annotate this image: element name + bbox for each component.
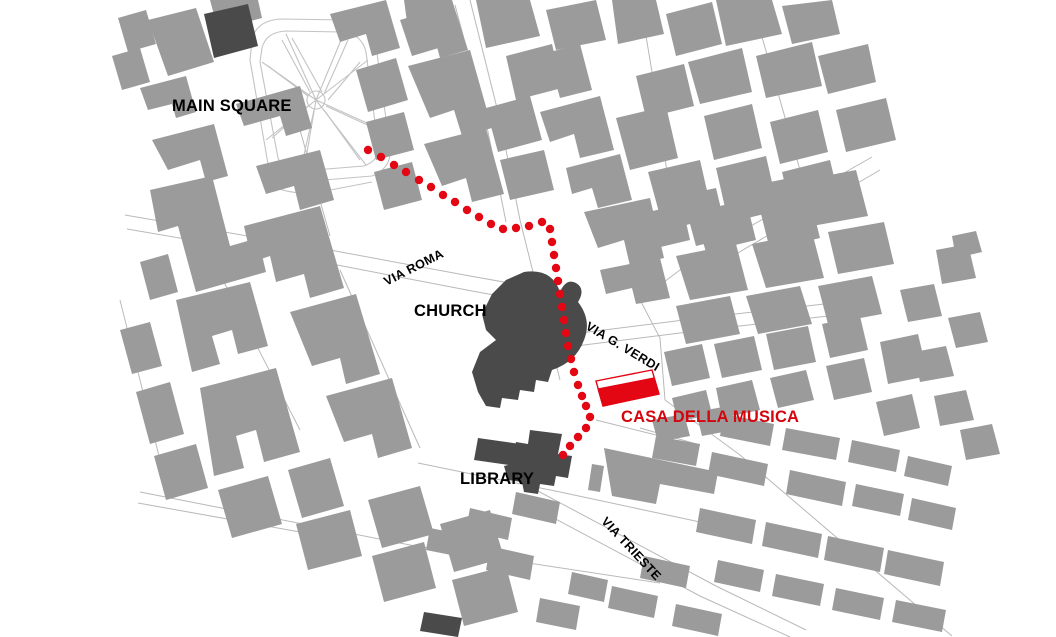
- library-annex: [474, 438, 520, 466]
- route-dot: [581, 401, 591, 411]
- route-dot: [561, 328, 571, 338]
- route-dot: [401, 167, 411, 177]
- route-dot: [566, 354, 576, 364]
- route-dot: [549, 250, 559, 260]
- route-dot: [524, 221, 534, 231]
- route-dot: [389, 160, 399, 170]
- route-dot: [565, 441, 575, 451]
- route-dot: [573, 380, 583, 390]
- route-dot: [545, 224, 555, 234]
- route-dot: [363, 145, 373, 155]
- casa-della-musica-footprint[interactable]: [595, 369, 660, 407]
- route-dot: [581, 423, 591, 433]
- building-footprints: [112, 0, 1000, 636]
- dark-block-north: [204, 4, 258, 58]
- route-dot: [557, 302, 567, 312]
- route-dot: [426, 182, 436, 192]
- route-dot: [558, 450, 568, 460]
- route-dot: [511, 223, 521, 233]
- dark-block-south: [420, 612, 462, 637]
- label-church: CHURCH: [414, 302, 487, 320]
- route-dot: [559, 315, 569, 325]
- label-main-square: MAIN SQUARE: [172, 97, 292, 115]
- route-dot: [573, 432, 583, 442]
- route-dot: [569, 367, 579, 377]
- route-dot: [414, 175, 424, 185]
- route-dot: [498, 224, 508, 234]
- label-library: LIBRARY: [460, 470, 535, 488]
- route-dot: [585, 412, 595, 422]
- route-dot: [486, 219, 496, 229]
- route-dot: [438, 190, 448, 200]
- route-dot: [563, 341, 573, 351]
- route-dot: [537, 217, 547, 227]
- route-dot: [553, 276, 563, 286]
- church-footprint: [472, 271, 587, 408]
- route-dot: [547, 237, 557, 247]
- route-dot: [462, 205, 472, 215]
- route-dot: [450, 197, 460, 207]
- route-dot: [555, 289, 565, 299]
- library-footprint: [504, 430, 572, 494]
- route-dot: [474, 212, 484, 222]
- label-casa-della-musica: CASA DELLA MUSICA: [621, 408, 800, 426]
- route-dot: [551, 263, 561, 273]
- route-dot: [577, 391, 587, 401]
- route-dot: [376, 152, 386, 162]
- pedestrian-route: [363, 145, 595, 460]
